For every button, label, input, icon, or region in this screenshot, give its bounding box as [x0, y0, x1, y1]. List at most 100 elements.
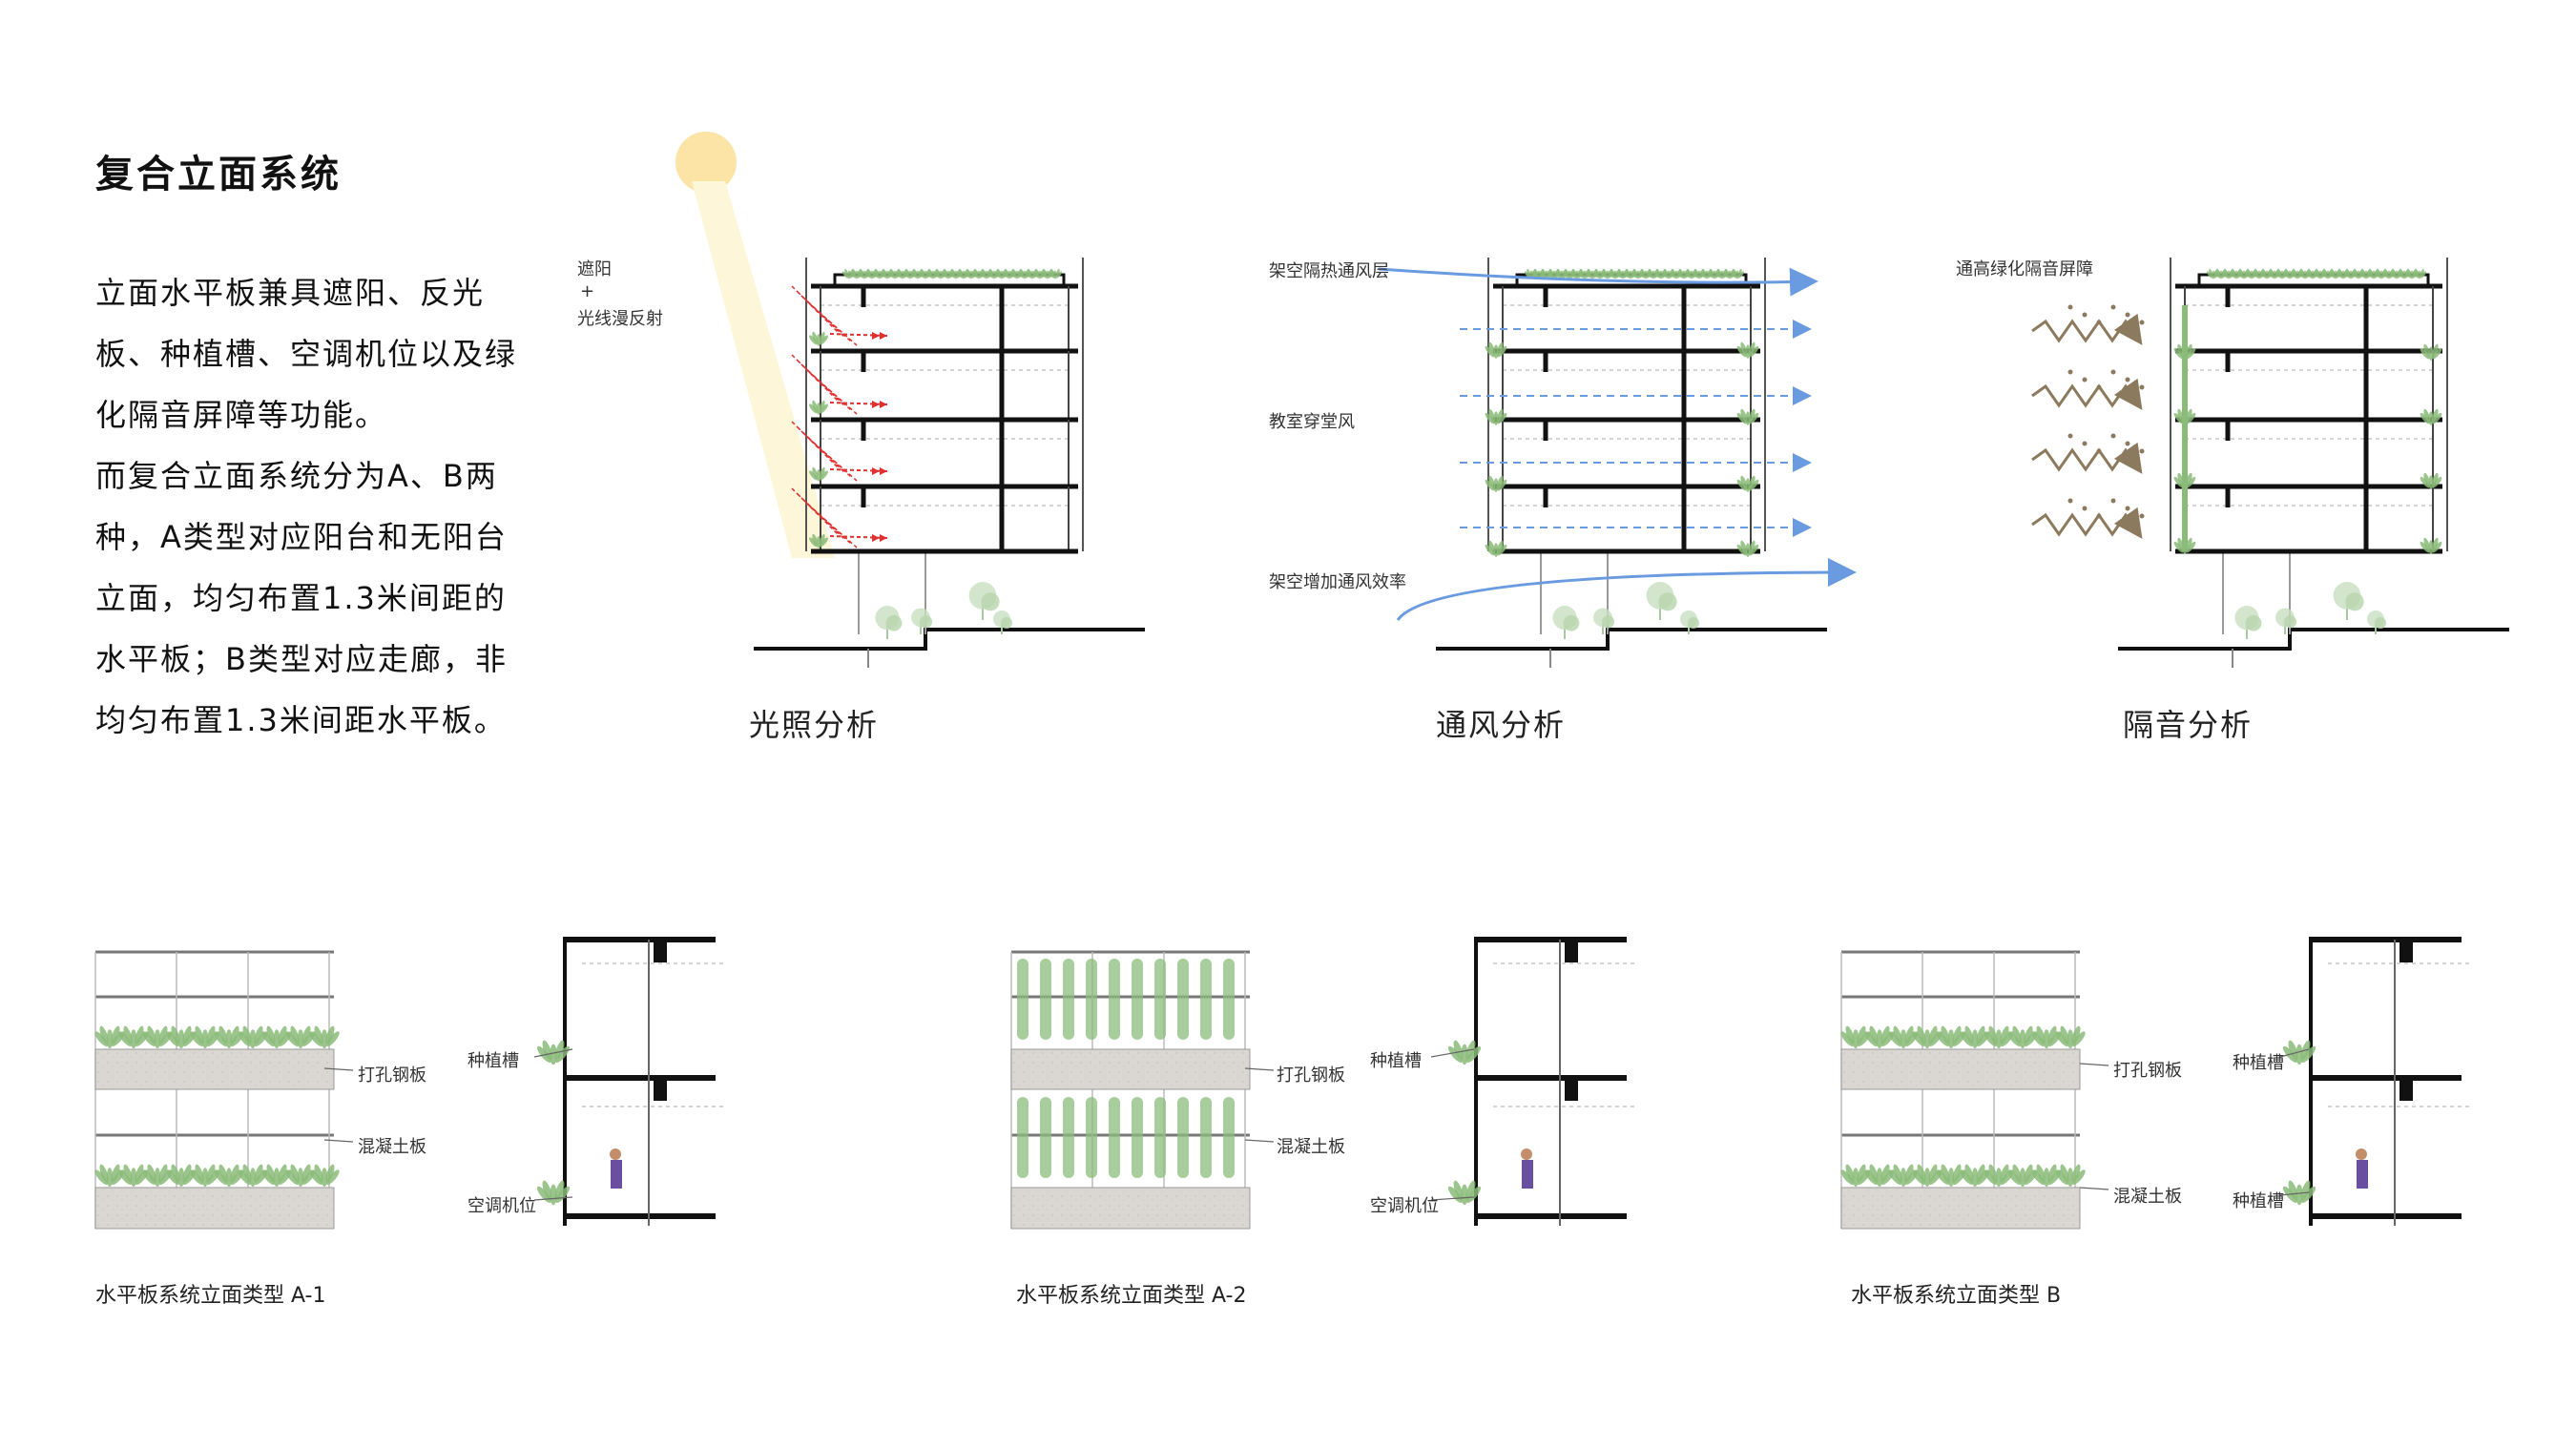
vine [1063, 1097, 1074, 1178]
tree-icon [993, 610, 1012, 634]
noise-particle [2139, 448, 2145, 454]
light-ray [797, 493, 846, 541]
building-section-lighting [754, 258, 1145, 668]
label-a2-planter: 种植槽 [1370, 1051, 1422, 1071]
noise-particle [2067, 369, 2073, 375]
leader-line [2279, 1048, 2310, 1058]
plant-icon [1840, 1025, 1871, 1049]
facade-elevation [1840, 950, 2086, 1230]
plant-icon [1447, 1180, 1482, 1206]
sun-icon [675, 132, 737, 193]
label-a1-ac: 空调机位 [467, 1196, 536, 1216]
plant-icon [2420, 472, 2442, 489]
vine [1223, 959, 1235, 1040]
facade-section [1447, 937, 1636, 1226]
vine [1154, 1097, 1166, 1178]
light-ray [802, 297, 852, 342]
leader-line [533, 1048, 573, 1058]
noise-particle [2067, 304, 2073, 310]
plant-icon [1888, 1025, 1919, 1049]
vine [1223, 1097, 1235, 1178]
plant-icon [2420, 408, 2442, 425]
vine [1177, 959, 1189, 1040]
leader-line [1244, 1067, 1275, 1071]
facade-section [2282, 937, 2471, 1226]
plant-icon [238, 1164, 268, 1188]
plant-icon [1984, 1164, 2014, 1188]
arrow-head [872, 401, 887, 408]
label-a2-ac: 空调机位 [1370, 1196, 1439, 1216]
ground-line [2118, 628, 2509, 651]
vine [1017, 959, 1028, 1040]
plant-icon [166, 1164, 197, 1188]
noise-particle [2096, 320, 2102, 325]
light-ray [797, 360, 846, 407]
vine [1063, 959, 1074, 1040]
plant-icon [94, 1164, 125, 1188]
person-icon [2356, 1148, 2367, 1160]
plant-icon [1736, 540, 1759, 557]
label-b-planter-2: 种植槽 [2233, 1191, 2284, 1211]
ground-line [754, 628, 1145, 651]
leader-line [2279, 1191, 2310, 1196]
vine [1040, 1097, 1051, 1178]
noise-particle [2125, 377, 2130, 383]
noise-particle [2082, 441, 2088, 446]
noise-wave [2031, 378, 2143, 410]
concrete-panel [1010, 1187, 1251, 1230]
noise-particle [2096, 384, 2102, 390]
leader-line [2079, 1187, 2109, 1190]
label-b-concrete: 混凝土板 [2113, 1187, 2182, 1207]
label-a1-concrete: 混凝土板 [358, 1137, 426, 1157]
description-paragraph-2: 而复合立面系统分为A、B两种，A类型对应阳台和无阳台立面，均匀布置1.3米间距的… [95, 458, 508, 738]
description: 立面水平板兼具遮阳、反光板、种植槽、空调机位以及绿化隔音屏障等功能。 而复合立面… [95, 262, 534, 751]
noise-particle [2139, 513, 2145, 519]
tree-icon [911, 608, 933, 634]
plant-icon [1730, 268, 1745, 279]
concrete-panel [1010, 1048, 1251, 1090]
vine [1040, 959, 1051, 1040]
label-plus: + [580, 281, 595, 301]
vine [1200, 959, 1212, 1040]
lighting-analysis-drawing [675, 132, 1145, 668]
tree-icon [2367, 610, 2386, 634]
tree-icon [1593, 608, 1615, 634]
noise-particle [2139, 384, 2145, 390]
noise-wave [2031, 507, 2143, 539]
light-ray [797, 291, 846, 339]
noise-particle [2110, 304, 2116, 310]
building-section-ventilation [1436, 258, 1827, 668]
arrow-head [872, 332, 887, 340]
vine [1200, 1097, 1212, 1178]
noise-particle [2082, 377, 2088, 383]
concrete-panel [1840, 1187, 2081, 1230]
noise-particle [2082, 506, 2088, 511]
label-a2-concrete: 混凝土板 [1277, 1137, 1345, 1157]
label-b-perforated: 打孔钢板 [2113, 1061, 2182, 1081]
plant-icon [2282, 1180, 2316, 1206]
plant-icon [809, 533, 828, 548]
noise-particle [2125, 312, 2130, 318]
sun-beam [692, 181, 835, 558]
page-title: 复合立面系统 [95, 153, 342, 197]
plant-icon [809, 331, 828, 346]
plant-icon [2055, 1164, 2086, 1188]
noise-particle [2067, 498, 2073, 504]
plant-icon [1960, 1164, 1990, 1188]
plant-icon [190, 1025, 220, 1049]
plant-icon [214, 1164, 244, 1188]
plant-icon [809, 400, 828, 415]
light-ray [802, 499, 852, 545]
noise-wave [2031, 313, 2143, 345]
leader-line [2079, 1063, 2109, 1066]
wind-arrow-top [1378, 267, 1818, 297]
plant-icon [142, 1164, 173, 1188]
label-a2-perforated: 打孔钢板 [1277, 1065, 1345, 1086]
noise-particle [2125, 506, 2130, 511]
plant-icon [2007, 1164, 2038, 1188]
leader-line [1430, 1196, 1475, 1201]
arrow-head [872, 534, 887, 542]
light-ray [802, 365, 852, 411]
leader-line [323, 1067, 354, 1071]
